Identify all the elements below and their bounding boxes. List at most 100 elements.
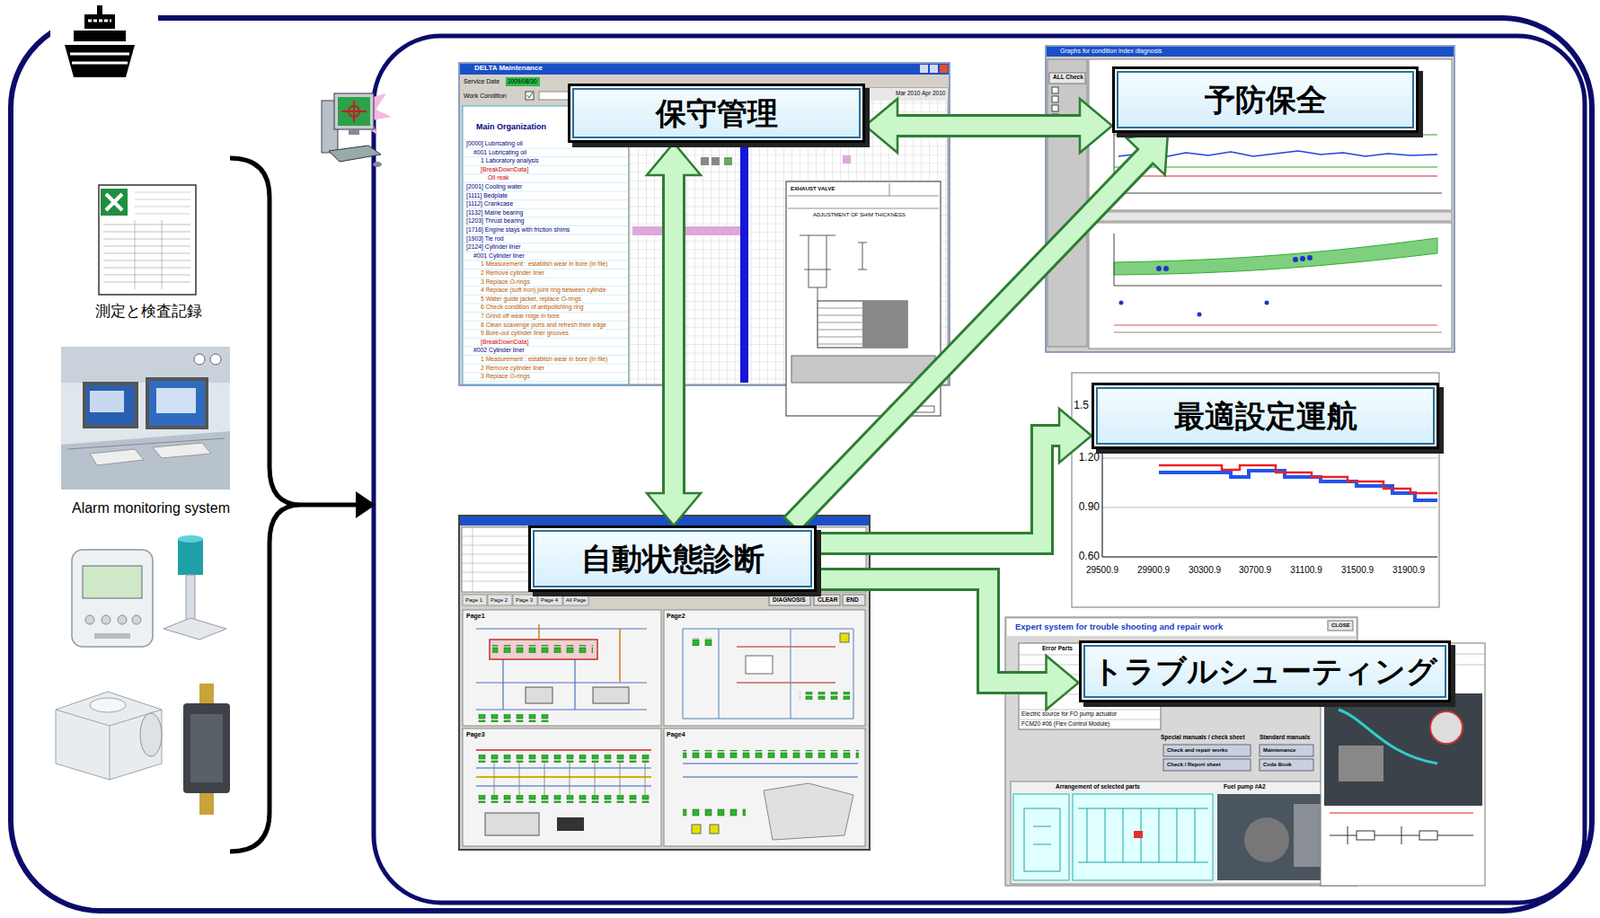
window-title: Expert system for trouble shooting and r…: [1015, 622, 1223, 632]
ui-text: 2009/08/30: [507, 79, 538, 86]
ui-text: Fuel pump #A2: [1223, 784, 1266, 791]
axis-tick: 0.90: [1078, 501, 1100, 513]
block-arrow: [816, 579, 1079, 710]
ui-text: Page2: [666, 612, 686, 619]
ui-text: Check / Report sheet: [1166, 761, 1221, 768]
ui-text: DELTA Maintenance: [474, 64, 543, 72]
tree-item: [1132] Maine bearing: [466, 210, 523, 217]
ui-text: Work Condition: [463, 92, 507, 99]
tree-item: [1112] Crankcase: [466, 201, 513, 208]
ui-text: Check and repair works: [1166, 747, 1229, 753]
label-box: 保守管理: [567, 83, 866, 143]
tree-item: #001 Cylinder liner: [473, 253, 525, 260]
box-title: 予防保全: [1204, 81, 1327, 119]
ui-text: EXHAUST VALVE: [790, 185, 835, 192]
label-box: 自動状態診断: [528, 525, 817, 593]
tree-item: [2124] Cylinder liner: [466, 244, 521, 251]
tree-item: 2 Remove cylinder liner: [480, 270, 545, 277]
tree-item: 3 Replace O-rings: [480, 279, 531, 286]
tree-item: 1 Laboratory analysis: [480, 158, 540, 165]
tree-item: [1203] Thrust bearing: [466, 218, 525, 225]
ui-text: Special manuals / check sheet: [1160, 734, 1246, 742]
label-box: 予防保全: [1112, 66, 1419, 133]
axis-tick: 30700.9: [1238, 565, 1272, 575]
axis-tick: 0.60: [1078, 550, 1100, 562]
diagnosis-screenshot: [459, 515, 870, 850]
ui-text: CLEAR: [817, 597, 838, 604]
tree-item: 4 Replace (soft iron) joint ring between…: [480, 287, 606, 294]
ui-text: Page 3: [515, 597, 533, 603]
tree-item: 3 Replace O-rings: [480, 373, 531, 381]
tree-item: 1 Measurement : establish wear in bore (…: [480, 261, 608, 268]
label-box: 最適設定運航: [1091, 382, 1440, 450]
ui-text: Page 1: [465, 597, 483, 603]
tree-item: [1716] Engine stays with friction shims: [466, 227, 570, 234]
sensor-devices: [55, 535, 230, 815]
tree-item: 6 Check condition of antipolishing ring: [480, 304, 584, 311]
ui-text: Mar 2010: [895, 90, 920, 98]
ui-text: DIAGNOSIS: [772, 597, 805, 604]
ui-text: Code Book: [1263, 761, 1292, 768]
tree-item: [2001] Cooling water: [466, 184, 522, 191]
tree-item: 5 Water guide jacket, replace O-rings: [480, 296, 582, 303]
tree-item: 9 Bore-out cylinder liner grooves: [480, 330, 569, 337]
spreadsheet-icon: [98, 185, 196, 295]
tree-item: [1903] Tie rod: [466, 236, 504, 243]
ui-text: Page4: [666, 731, 686, 738]
trend-chart: [1071, 372, 1440, 608]
ui-text: ALL Check: [1052, 74, 1084, 81]
ui-text: CLOSE: [1331, 622, 1351, 628]
image-caption: 測定と検査記録: [95, 303, 203, 319]
computer-icon: [321, 93, 392, 168]
ui-text: END: [846, 597, 859, 604]
ui-text: Electric source for FO pump actuator: [1021, 711, 1117, 718]
ui-text: Page3: [466, 731, 486, 738]
box-title: 自動状態診断: [581, 540, 765, 578]
ui-text: FCM20 #06 (Flex Control Module): [1021, 721, 1110, 728]
input-bracket: [229, 158, 376, 852]
image-caption: Alarm monitoring system: [71, 501, 230, 516]
block-arrow: [865, 98, 1113, 153]
ui-text: Standard manuals: [1259, 734, 1310, 742]
tree-item: #001 Lubricating oil: [473, 150, 527, 157]
ui-text: Maintenance: [1263, 747, 1296, 753]
axis-tick: 31100.9: [1290, 565, 1322, 575]
tree-item: Oil reak: [487, 175, 509, 182]
box-title: トラブルシューティング: [1092, 653, 1438, 690]
axis-tick: 1.5: [1073, 399, 1089, 411]
system-panel: [373, 35, 1585, 903]
ui-text: ADJUSTMENT OF SHIM THICKNESS: [813, 212, 906, 218]
axis-tick: 31900.9: [1392, 565, 1425, 575]
block-arrow: [790, 132, 1168, 526]
tree-item: [0000] Lubricating oil: [466, 141, 523, 148]
ui-text: Graphs for condition index diagnosis: [1060, 47, 1162, 54]
troubleshooting-screenshot: [1005, 617, 1486, 886]
block-arrow: [816, 408, 1092, 544]
ship-icon: [64, 5, 135, 78]
box-title: 最適設定運航: [1174, 397, 1358, 435]
ui-text: Service Date: [463, 78, 500, 85]
tree-item: [1111] Bedplate: [466, 193, 508, 200]
tree-item: #002 Cylinder liner: [473, 347, 525, 354]
axis-tick: 29500.9: [1086, 565, 1119, 575]
box-title: 保守管理: [655, 95, 778, 133]
label-box: トラブルシューティング: [1078, 640, 1451, 703]
ui-text: Arrangement of selected parts: [1055, 784, 1141, 791]
axis-tick: 1.20: [1078, 451, 1100, 463]
outer-frame: [10, 0, 1592, 911]
tree-item: 8 Clean scavenge ports and refresh their…: [480, 322, 607, 329]
ui-text: Page 4: [540, 597, 558, 603]
ui-text: Apr 2010: [921, 90, 946, 98]
ui-text: All Page: [565, 597, 586, 603]
axis-tick: 31500.9: [1341, 565, 1374, 575]
tree-item: 2 Remove cylinder liner: [480, 365, 545, 372]
ui-text: Page1: [466, 612, 486, 619]
axis-tick: 29900.9: [1137, 565, 1170, 575]
tree-item: 1 Measurement : establish wear in bore (…: [480, 356, 608, 363]
ui-text: Main Organization: [476, 123, 547, 132]
tree-item: [BreakDownData]: [480, 167, 529, 174]
tree-item: [BreakDownData]: [480, 339, 529, 346]
ui-text: Error Parts: [1042, 645, 1073, 653]
tree-item: 7 Grind off wear ridge in bore: [480, 313, 560, 320]
axis-tick: 30300.9: [1188, 565, 1221, 575]
